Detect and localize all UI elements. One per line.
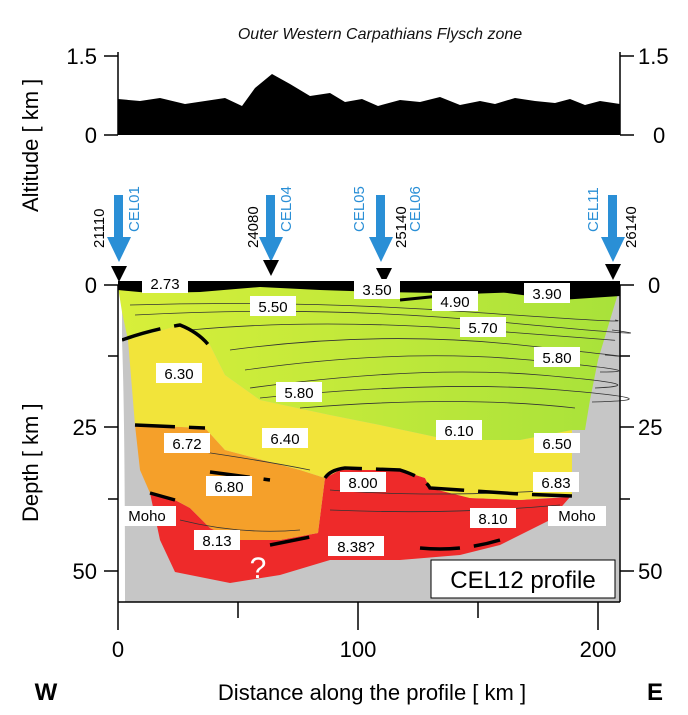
station-label-cel11: CEL11 [585, 187, 602, 232]
velocity-label: 3.90 [532, 286, 561, 303]
x-tick-0: 0 [112, 637, 124, 662]
velocity-label: 3.50 [362, 282, 391, 299]
shot-label-24080: 24080 [245, 206, 262, 248]
depth-tick-marks [104, 284, 634, 572]
depth-tick-25: 25 [73, 415, 97, 440]
station-arrowhead-cel11 [601, 237, 625, 262]
station-label-cel05: CEL05 [351, 186, 368, 232]
moho-label-left: Moho [128, 508, 166, 525]
velocity-label: 5.80 [542, 350, 571, 367]
station-arrow-cel01 [114, 195, 123, 239]
station-label-cel06: CEL06 [407, 186, 424, 232]
altitude-tick-0: 0 [85, 123, 97, 148]
stations: CEL01 21110 CEL04 24080 CEL05 CEL06 2514… [91, 186, 640, 284]
velocity-label: 6.72 [172, 436, 201, 453]
station-arrowhead-cel04 [259, 237, 283, 262]
topography-profile [118, 74, 620, 135]
x-tick-200: 200 [580, 637, 617, 662]
x-axis-label: Distance along the profile [ km ] [218, 680, 526, 705]
shot-label-21110: 21110 [91, 209, 108, 249]
depth-tick-50: 50 [73, 559, 97, 584]
station-arrow-cel11 [608, 195, 617, 239]
depth-tick-right-0: 0 [648, 273, 660, 298]
velocity-label: 6.50 [542, 436, 571, 453]
shot-label-25140: 25140 [393, 206, 410, 248]
velocity-label: 8.10 [478, 511, 507, 528]
velocity-label: 6.80 [214, 479, 243, 496]
profile-label: CEL12 profile [450, 567, 595, 594]
profile-label-box [430, 559, 616, 599]
depth-tick-right-50: 50 [638, 559, 662, 584]
depth-panel: 2.73 3.50 3.90 5.50 4.90 5.70 5.80 6.30 … [73, 273, 662, 602]
x-tick-100: 100 [340, 637, 377, 662]
station-label-cel01: CEL01 [126, 186, 143, 232]
velocity-label: 2.73 [150, 276, 179, 293]
altitude-tick-1-5: 1.5 [66, 44, 97, 69]
velocity-label: 5.80 [284, 385, 313, 402]
depth-tick-right-25: 25 [638, 415, 662, 440]
velocity-label: 6.10 [444, 423, 473, 440]
west-label: W [35, 679, 58, 706]
altitude-panel: 1.5 0 1.5 0 [66, 44, 668, 148]
question-mark: ? [250, 552, 267, 585]
velocity-labels: 2.73 3.50 3.90 5.50 4.90 5.70 5.80 6.30 … [118, 273, 606, 585]
depth-tick-0: 0 [85, 273, 97, 298]
velocity-label: 6.30 [164, 366, 193, 383]
station-label-cel04: CEL04 [278, 186, 295, 232]
mantle-layer [150, 470, 570, 583]
station-arrow-cel05 [376, 195, 385, 239]
velocity-label: 8.13 [202, 533, 231, 550]
figure-title: Outer Western Carpathians Flysch zone [237, 26, 523, 43]
shotpoint-marker [376, 268, 392, 284]
velocity-label: 4.90 [440, 294, 469, 311]
velocity-label: 8.38? [337, 539, 375, 556]
velocity-label: 6.40 [270, 431, 299, 448]
altitude-tick-right-1-5: 1.5 [638, 44, 669, 69]
velocity-label: 5.70 [468, 320, 497, 337]
station-arrowhead-cel05 [369, 237, 393, 262]
middle-crust-layer [128, 325, 572, 500]
x-axis: 0 100 200 W Distance along the profile [… [35, 601, 663, 706]
moho-label-right: Moho [558, 508, 596, 525]
velocity-label: 5.50 [258, 299, 287, 316]
shotpoint-marker [263, 260, 279, 276]
altitude-tick-right-0: 0 [653, 123, 665, 148]
station-arrow-cel04 [266, 195, 275, 239]
shotpoint-marker [111, 266, 127, 282]
altitude-axis-label: Altitude [ km ] [18, 79, 43, 212]
depth-axis-label: Depth [ km ] [18, 403, 43, 522]
station-arrowhead-cel01 [107, 237, 131, 262]
shotpoint-marker [605, 264, 621, 280]
velocity-label: 8.00 [348, 475, 377, 492]
velocity-label: 6.83 [541, 475, 570, 492]
shot-label-26140: 26140 [623, 206, 640, 248]
east-label: E [647, 679, 663, 706]
